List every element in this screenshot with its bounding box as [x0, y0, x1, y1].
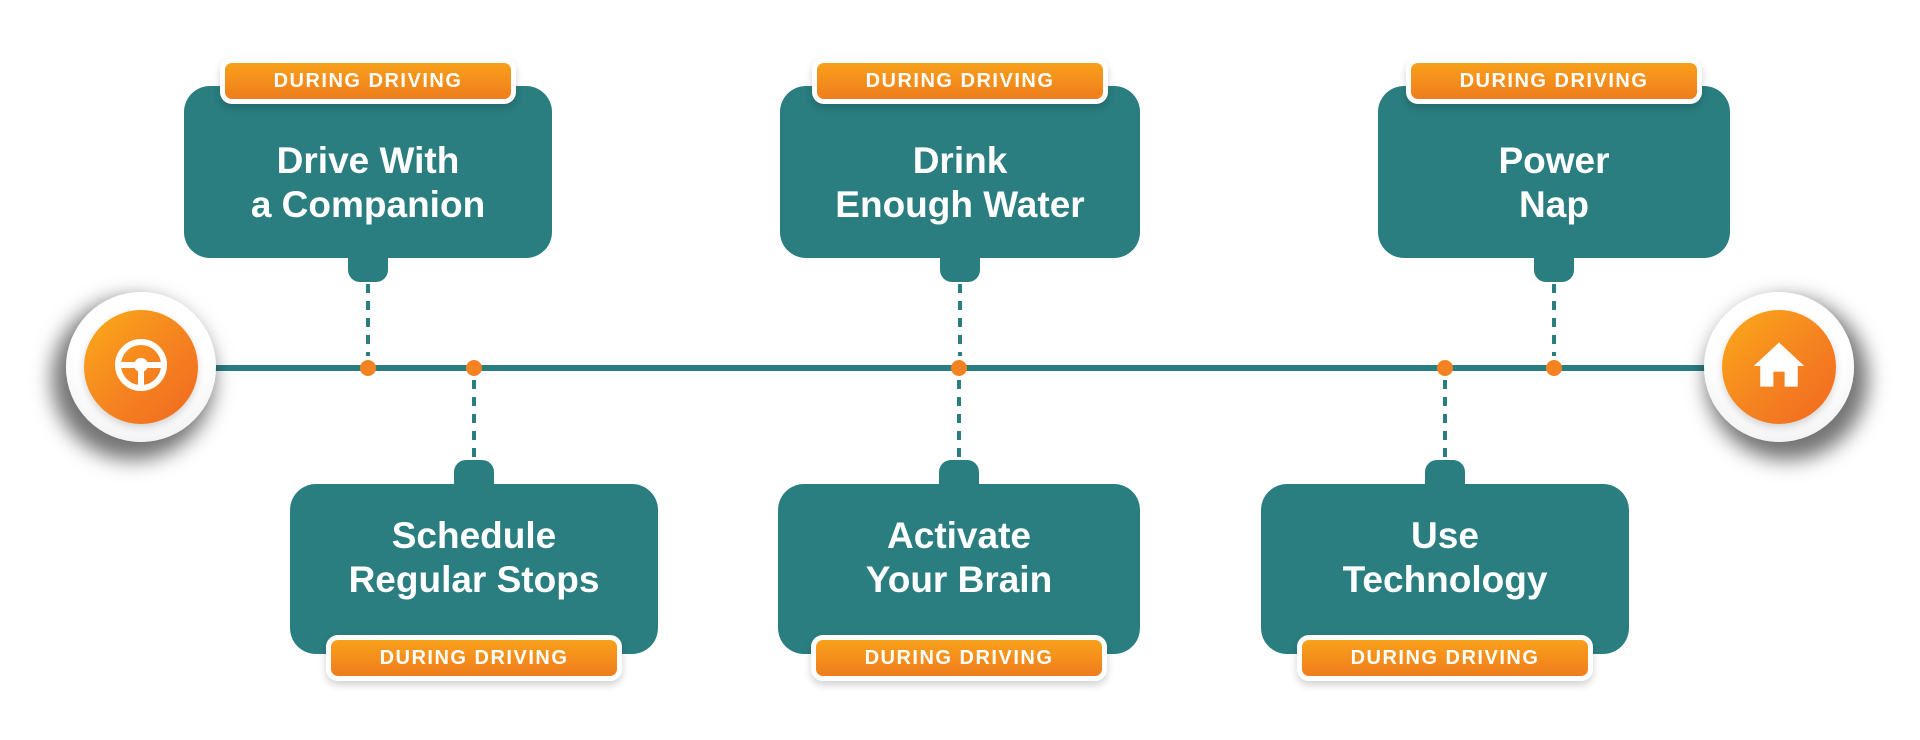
tip-title-line1: Drink: [912, 140, 1008, 182]
tip-card-power-nap: DURING DRIVING Power Nap: [1378, 58, 1730, 356]
tip-card-drive-with-a-companion: DURING DRIVING Drive With a Companion: [184, 58, 552, 356]
during-driving-badge: DURING DRIVING: [220, 58, 516, 104]
dashed-connector: [957, 380, 961, 458]
home-icon-svg: [1753, 342, 1805, 387]
card-tail: [1534, 256, 1574, 282]
tip-card-body: Use Technology: [1261, 484, 1629, 654]
timeline-dot: [951, 360, 967, 376]
badge-label: DURING DRIVING: [864, 646, 1054, 669]
tip-title: Activate Your Brain: [866, 514, 1052, 601]
dashed-connector: [1552, 284, 1556, 356]
dashed-connector: [366, 284, 370, 356]
steering-wheel-icon: [109, 333, 173, 402]
dashed-connector: [958, 284, 962, 356]
tip-title-line2: Enough Water: [835, 184, 1085, 225]
tip-title: Schedule Regular Stops: [349, 514, 600, 601]
badge-label: DURING DRIVING: [865, 69, 1055, 92]
end-endpoint: [1704, 292, 1854, 442]
tip-title-line1: Schedule: [391, 515, 557, 557]
timeline-dot: [1546, 360, 1562, 376]
home-icon: [1749, 335, 1809, 400]
tip-title: Use Technology: [1343, 514, 1548, 601]
tip-title-line2: Regular Stops: [348, 559, 600, 600]
tip-card-body: Drink Enough Water: [780, 86, 1140, 258]
tip-title-line1: Activate: [887, 515, 1031, 557]
card-tail: [1425, 460, 1465, 486]
tip-title: Drive With a Companion: [251, 139, 485, 226]
tip-card-activate-your-brain: DURING DRIVING Activate Your Brain: [778, 380, 1140, 681]
dashed-connector: [472, 380, 476, 458]
tip-title-line2: Your Brain: [865, 559, 1053, 600]
tip-title-line2: a Companion: [250, 184, 486, 225]
card-tail: [940, 256, 980, 282]
dashed-connector: [1443, 380, 1447, 458]
steering-wheel-icon-svg: [115, 338, 167, 391]
card-tail: [939, 460, 979, 486]
card-tail: [348, 256, 388, 282]
tip-card-use-technology: DURING DRIVING Use Technology: [1261, 380, 1629, 681]
during-driving-badge: DURING DRIVING: [811, 635, 1107, 681]
tip-title: Power Nap: [1498, 139, 1609, 226]
badge-label: DURING DRIVING: [273, 69, 463, 92]
timeline-dot: [466, 360, 482, 376]
tip-card-body: Schedule Regular Stops: [290, 484, 658, 654]
timeline-dot: [360, 360, 376, 376]
start-endpoint-core: [84, 310, 198, 424]
badge-label: DURING DRIVING: [1459, 69, 1649, 92]
tip-title-line1: Power: [1498, 140, 1610, 182]
during-driving-badge: DURING DRIVING: [812, 58, 1108, 104]
timeline-dot: [1437, 360, 1453, 376]
during-driving-badge: DURING DRIVING: [1297, 635, 1593, 681]
tip-title-line1: Use: [1411, 515, 1479, 557]
tip-card-body: Activate Your Brain: [778, 484, 1140, 654]
badge-label: DURING DRIVING: [379, 646, 569, 669]
badge-label: DURING DRIVING: [1350, 646, 1540, 669]
during-driving-badge: DURING DRIVING: [1406, 58, 1702, 104]
end-endpoint-core: [1722, 310, 1836, 424]
start-endpoint: [66, 292, 216, 442]
during-driving-badge: DURING DRIVING: [326, 635, 622, 681]
tip-card-body: Power Nap: [1378, 86, 1730, 258]
tip-card-body: Drive With a Companion: [184, 86, 552, 258]
tip-card-schedule-regular-stops: DURING DRIVING Schedule Regular Stops: [290, 380, 658, 681]
tip-title: Drink Enough Water: [835, 139, 1084, 226]
card-tail: [454, 460, 494, 486]
tip-title-line2: Nap: [1519, 184, 1589, 225]
tip-card-drink-enough-water: DURING DRIVING Drink Enough Water: [780, 58, 1140, 356]
tip-title-line1: Drive With: [276, 140, 460, 182]
tip-title-line2: Technology: [1342, 559, 1548, 600]
